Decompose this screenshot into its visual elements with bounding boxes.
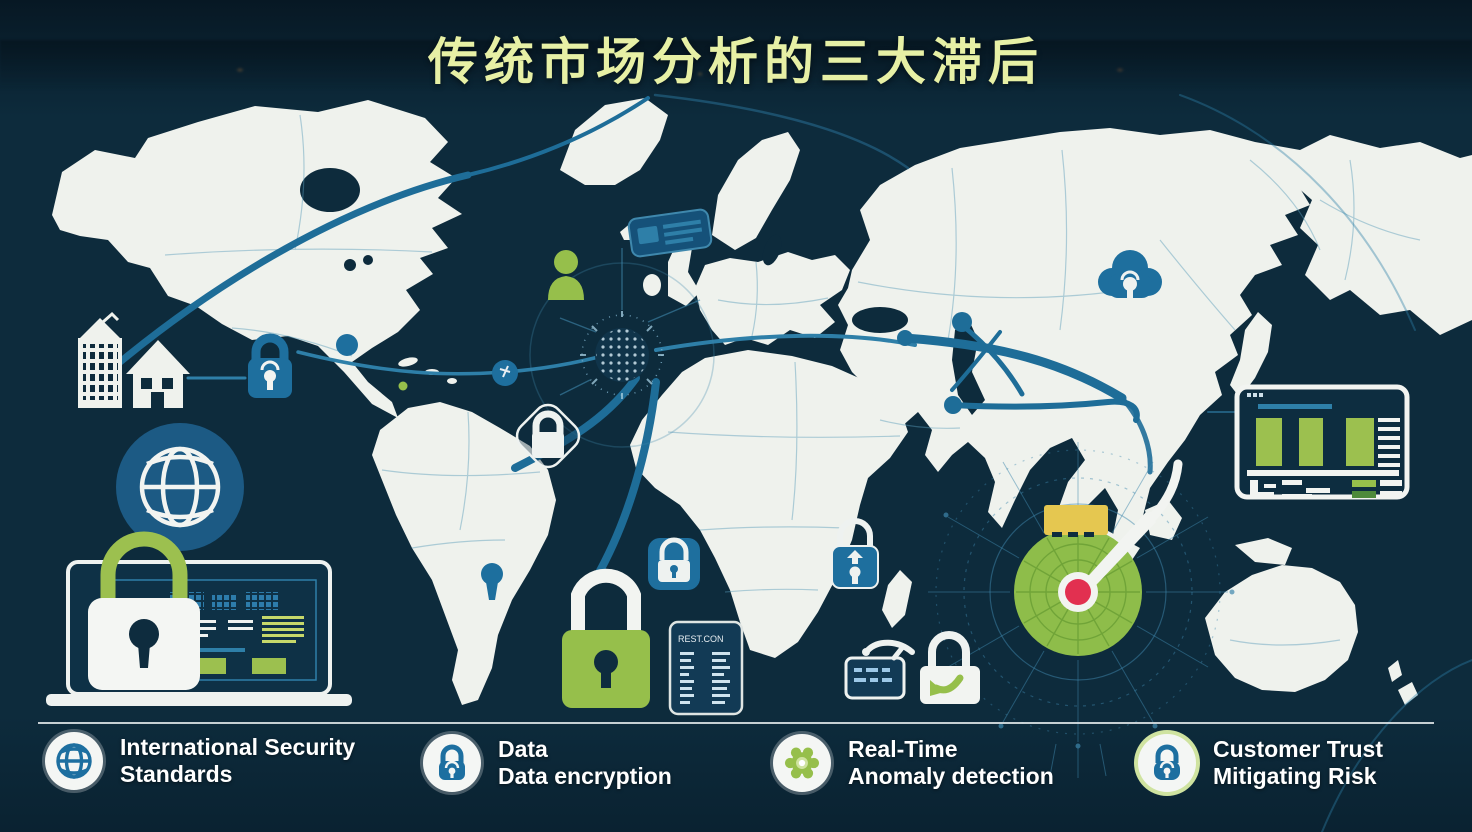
globe-icon — [45, 732, 103, 790]
cloud-lock-icon — [1098, 250, 1162, 298]
legend-line: Real-Time — [848, 736, 958, 762]
australia — [1205, 565, 1358, 692]
legend-line: Anomaly detection — [848, 763, 1054, 789]
green-padlock-icon — [562, 568, 650, 708]
europe — [695, 252, 850, 345]
bar-chart-bars — [1256, 418, 1374, 466]
africa — [630, 350, 908, 658]
page-title: 传统市场分析的三大滞后 — [428, 34, 1044, 90]
legend-line: International Security — [120, 734, 356, 760]
network-arcs — [81, 93, 1472, 832]
philippines — [1094, 420, 1110, 462]
madagascar — [882, 570, 912, 628]
united-kingdom — [668, 240, 700, 306]
data-card-label: REST.CON — [678, 634, 724, 644]
diamond-lock-icon — [515, 403, 581, 469]
atlantic-node-icon — [492, 360, 518, 386]
office-buildings-icon — [78, 311, 190, 408]
padlock-icon — [1138, 734, 1196, 792]
rounded-lock-icon — [648, 537, 700, 590]
globe-network-icon — [116, 423, 244, 551]
south-america — [372, 402, 556, 705]
laptop-security-dashboard-icon — [46, 531, 352, 706]
encrypted-data-card-icon: REST.CON — [668, 620, 744, 716]
network-nodes — [336, 312, 972, 414]
northeast-russia — [1290, 135, 1472, 335]
japan — [1230, 312, 1272, 398]
new-guinea — [1235, 538, 1292, 565]
target-dot — [1065, 579, 1091, 605]
scandinavia — [712, 132, 800, 250]
legend-line: Customer Trust — [1213, 736, 1383, 762]
legend-line: Data — [498, 736, 548, 762]
north-america — [52, 100, 462, 418]
network-hub-icon — [529, 248, 715, 448]
legend-divider — [38, 722, 1434, 724]
radar-target-icon — [928, 442, 1235, 778]
user-icon — [548, 250, 584, 300]
ireland — [643, 274, 661, 296]
upload-lock-icon — [831, 518, 879, 589]
yellow-marker — [1044, 505, 1108, 537]
legend-item-customer-trust: Customer Trust Mitigating Risk — [1138, 734, 1383, 792]
continents — [52, 98, 1472, 705]
legend-bar: International Security Standards Data Da… — [0, 728, 1472, 832]
legend-line: Data encryption — [498, 763, 672, 789]
legend-item-data-encryption: Data Data encryption — [423, 734, 672, 792]
asia — [838, 128, 1318, 552]
unlock-arrow-icon — [920, 631, 980, 704]
analytics-window-icon — [1234, 384, 1410, 500]
legend-item-international-security-standards: International Security Standards — [45, 732, 355, 790]
keypad-hand-icon — [844, 639, 915, 700]
laptop-padlock-icon — [88, 531, 200, 690]
new-zealand — [1388, 660, 1418, 705]
legend-line: Mitigating Risk — [1213, 763, 1377, 789]
city-skyline-glow — [0, 40, 1472, 90]
north-america-lock-icon — [248, 333, 292, 398]
gear-icon — [773, 734, 831, 792]
legend-line: Standards — [120, 761, 233, 787]
greenland — [560, 98, 668, 185]
legend-item-realtime-anomaly-detection: Real-Time Anomaly detection — [773, 734, 1054, 792]
country-borders — [164, 114, 1421, 646]
keyhole-pin-icon — [481, 563, 503, 600]
server-card-icon — [627, 208, 713, 258]
padlock-icon — [423, 734, 481, 792]
